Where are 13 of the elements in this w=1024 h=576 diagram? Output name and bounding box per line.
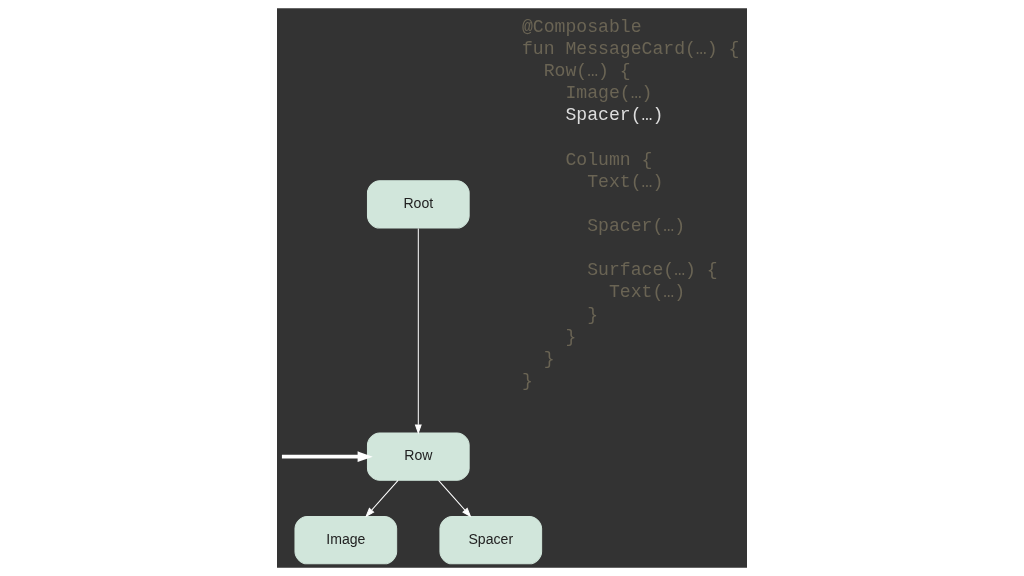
- node-box: Row: [366, 432, 470, 481]
- node-box: Image: [294, 516, 398, 565]
- arrow: [438, 479, 472, 518]
- arrow: [414, 228, 422, 435]
- label: }: [587, 304, 599, 325]
- label: }: [522, 371, 533, 392]
- arrow: [281, 451, 373, 462]
- node-box: Spacer: [439, 516, 543, 565]
- label: }: [565, 326, 577, 347]
- node-box: Root: [366, 180, 470, 229]
- arrow: [365, 479, 399, 518]
- label: }: [543, 348, 555, 369]
- label: Spacer(…): [565, 105, 664, 126]
